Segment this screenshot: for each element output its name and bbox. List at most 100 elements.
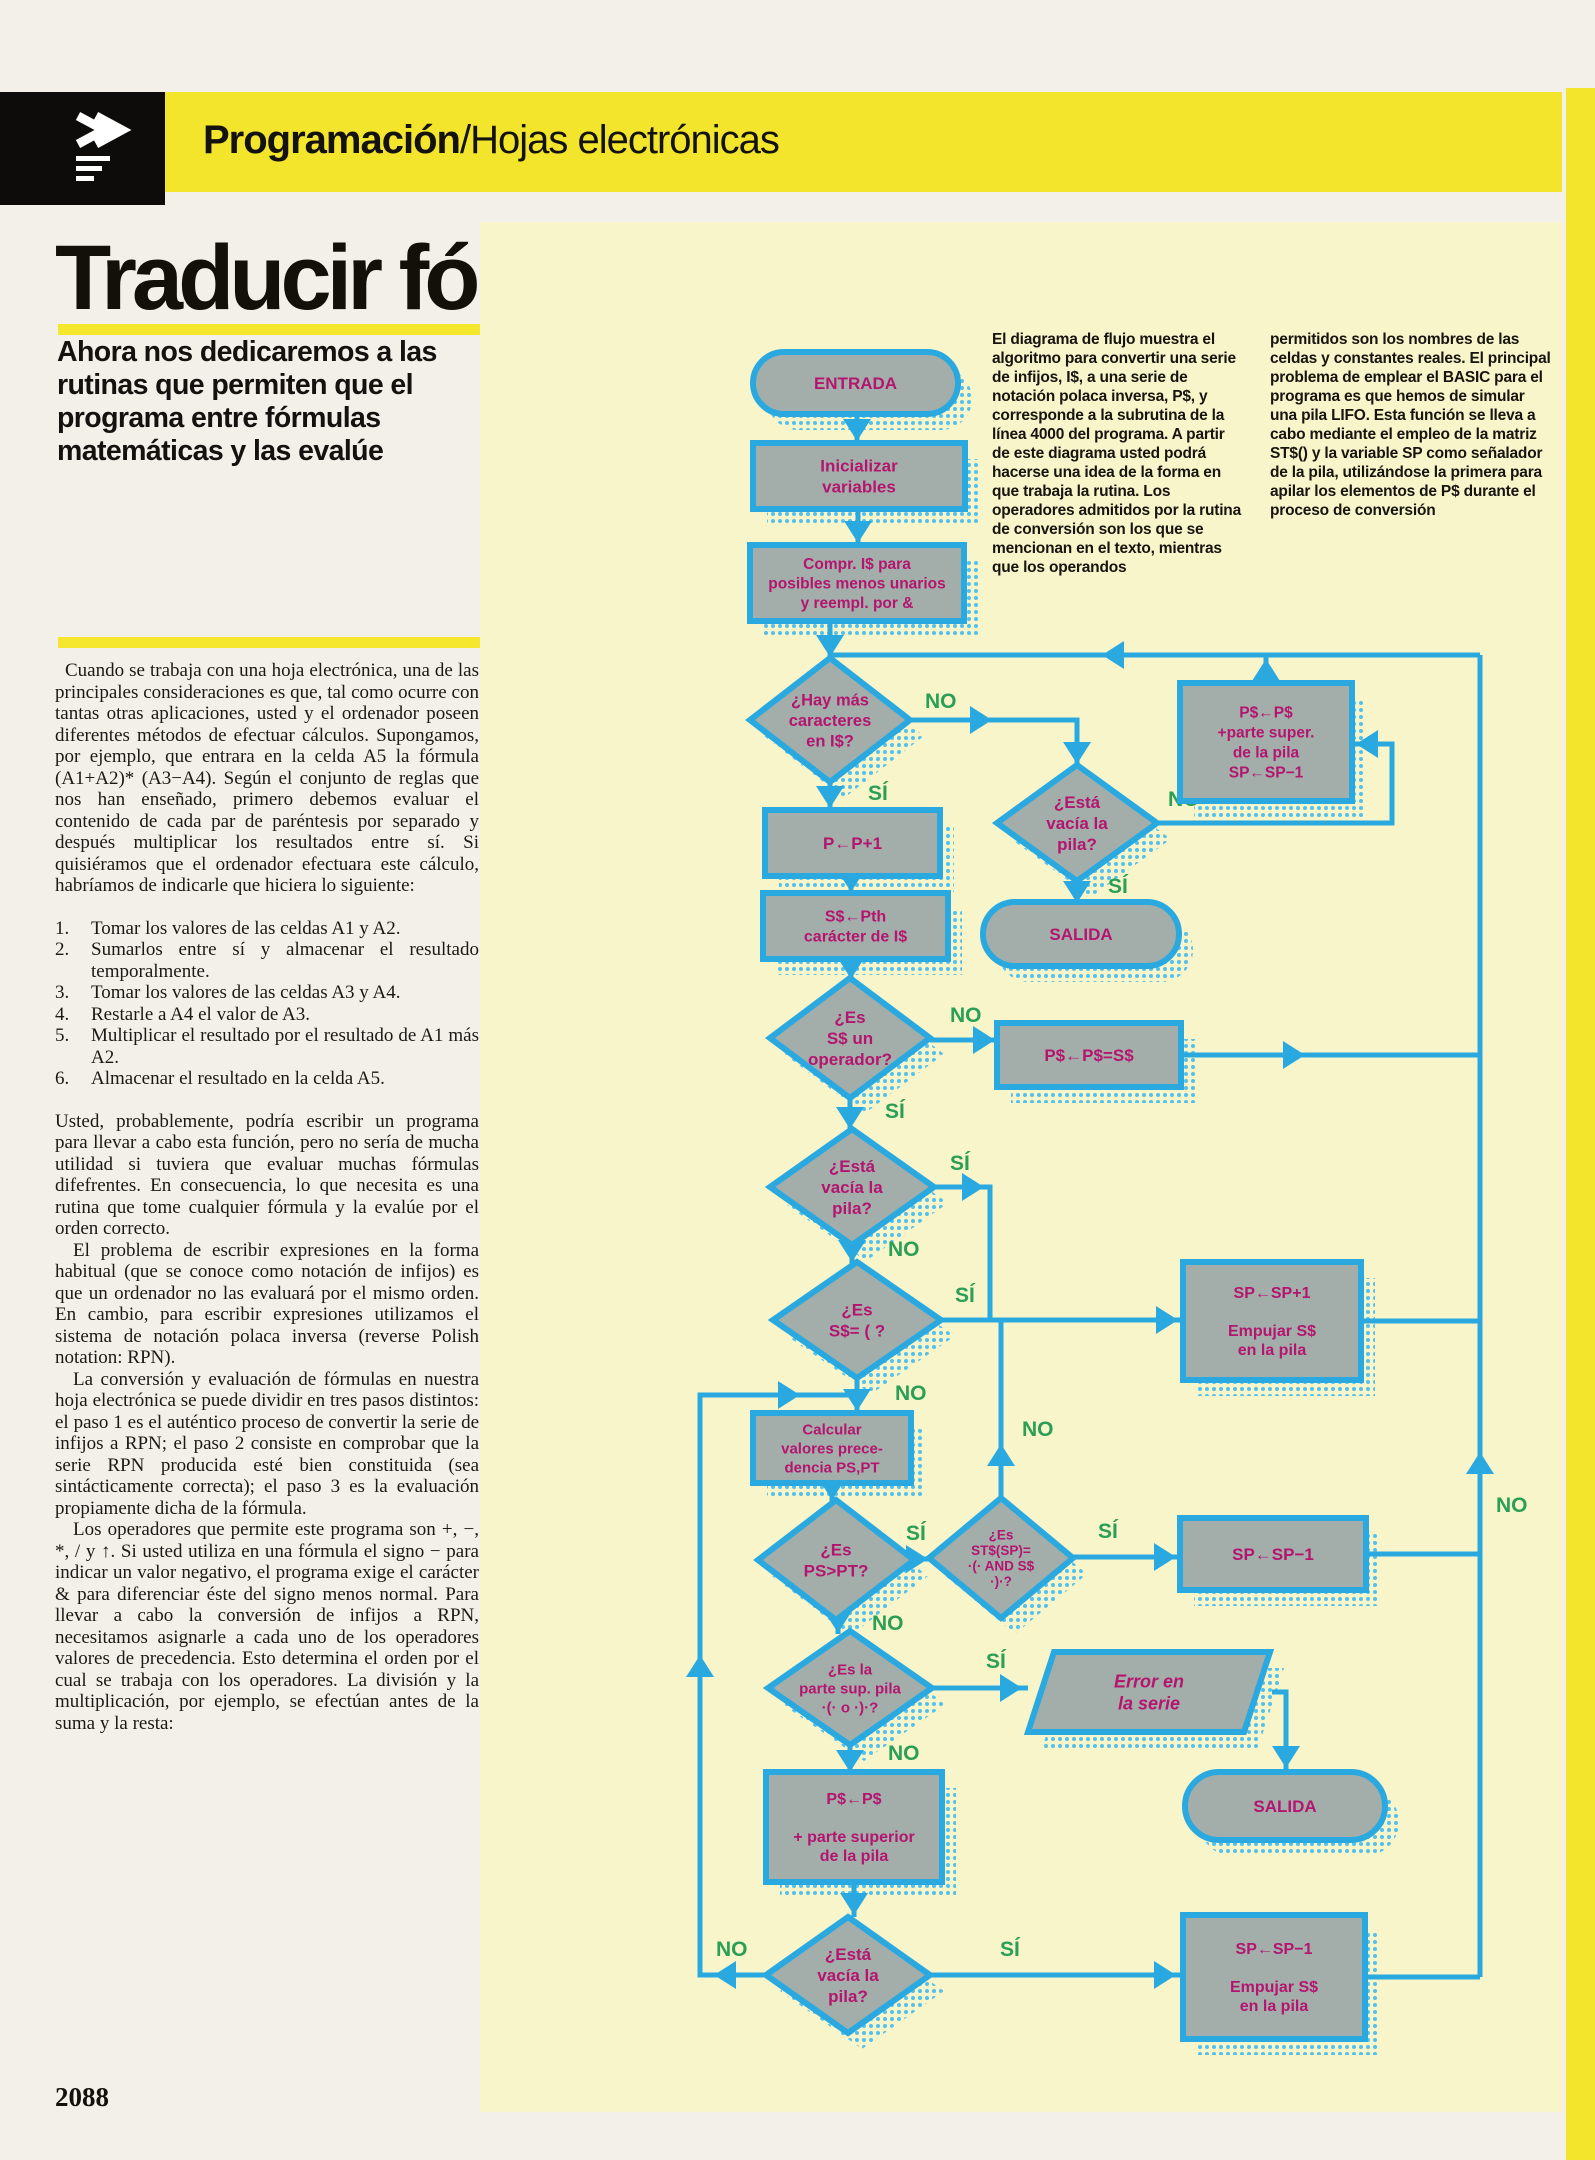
node-label: ¿Está [825, 1945, 872, 1964]
branch-label: NO [950, 1004, 982, 1027]
node-label: vacía la [817, 1966, 879, 1985]
paragraph: Cuando se trabaja con una hoja electróni… [55, 660, 479, 896]
node-label: en I$? [806, 732, 854, 750]
list-item: 5.Multiplicar el resultado por el result… [55, 1025, 479, 1068]
flow-edge-15: SÍ [934, 1152, 993, 1320]
flow-node-out2: SALIDA [1182, 1769, 1388, 1843]
node-label: ¿Es [841, 1300, 872, 1319]
branch-label: SÍ [1108, 875, 1129, 898]
node-label: ¿Hay más [791, 691, 869, 709]
flow-node-d-empty3: ¿Está vacía la pila? [760, 1913, 936, 2037]
flow-edge-12: NO [930, 1004, 997, 1054]
node-label: Empujar S$ [1228, 1323, 1316, 1340]
node-label: SALIDA [1253, 1797, 1316, 1816]
node-label: SP←SP−1 [1236, 1941, 1313, 1958]
node-label: P←P+1 [823, 834, 882, 853]
section-logo-box [0, 92, 165, 205]
node-label: vacía la [1046, 814, 1108, 833]
list-number: 3. [55, 982, 70, 1003]
flow-edge-26 [1272, 1689, 1300, 1770]
node-label: y reempl. por & [801, 595, 914, 612]
flow-node-start: ENTRADA [750, 349, 961, 417]
flow-node-d-paren: ¿EsS$= ( ? [767, 1258, 947, 1382]
node-label: caracteres [789, 712, 872, 730]
branch-label: SÍ [885, 1100, 906, 1123]
branch-label: SÍ [1000, 1938, 1021, 1961]
section-name: Programación [203, 118, 461, 162]
flow-node-append: P$←P$=S$ [994, 1020, 1184, 1090]
node-label: variables [822, 477, 896, 496]
node-label: pila? [828, 1987, 868, 2006]
page-number: 2088 [55, 2082, 109, 2112]
node-label: P$←P$ [1239, 704, 1293, 721]
node-label: ¿Está [829, 1157, 876, 1176]
flow-node-p-inc: P←P+1 [762, 807, 943, 879]
list-item: 6.Almacenar el resultado en la celda A5. [55, 1068, 385, 1089]
node-label: P$←P$ [826, 1791, 881, 1808]
branch-label: NO [888, 1238, 920, 1261]
node-label: de la pila [1233, 744, 1300, 761]
section-title: Programación/Hojas electrónicas [203, 118, 780, 163]
node-label: ·(· o ·)·? [822, 1699, 879, 1716]
branch-label: SÍ [1098, 1520, 1119, 1543]
node-label: SALIDA [1049, 925, 1112, 944]
node-label: Compr. I$ para [803, 556, 911, 573]
node-label: Error en [1114, 1671, 1184, 1691]
branch-label: NO [716, 1938, 748, 1961]
branch-label: NO [1496, 1494, 1528, 1517]
list-number: 5. [55, 1025, 70, 1046]
flow-edge-3 [816, 621, 844, 658]
node-label: ·)·? [990, 1574, 1012, 1589]
flow-node-pop2: SP←SP−1 [1177, 1515, 1369, 1593]
branch-label: SÍ [986, 1650, 1007, 1673]
paragraph: Los operadores que permite este programa… [55, 1519, 479, 1734]
article-body: Cuando se trabaja con una hoja electróni… [55, 660, 479, 1734]
node-label: SP←SP+1 [1234, 1285, 1311, 1302]
node-label: valores prece- [781, 1440, 883, 1457]
list-number: 2. [55, 939, 70, 960]
node-label: ¿Es [834, 1008, 865, 1027]
list-number: 6. [55, 1068, 70, 1089]
flow-edge-11 [1252, 655, 1280, 683]
node-label: operador? [808, 1050, 892, 1069]
page-edge-strip [1566, 88, 1595, 2160]
list-number: 1. [55, 917, 70, 939]
flow-edge-19: NO [843, 1378, 927, 1413]
node-label: en la pila [1240, 1998, 1309, 2015]
node-label: S$←Pth [825, 909, 886, 926]
flow-node-d-more: ¿Hay más caracteres en I$? [745, 654, 915, 786]
paragraph: El problema de escribir expresiones en l… [55, 1239, 479, 1369]
node-label: parte sup. pila [799, 1680, 901, 1697]
intro-rule-top [58, 324, 488, 335]
figure-caption-col2: permitidos son los nombres de las celdas… [1270, 331, 1551, 519]
list-number: 4. [55, 1003, 70, 1025]
flow-edge-25: SÍ [932, 1650, 1028, 1702]
node-label: S$= ( ? [829, 1321, 885, 1340]
flow-edge-14: SÍ [836, 1098, 906, 1131]
flow-edge-4: NO [1466, 655, 1528, 1977]
flow-edge-17: SÍ [941, 1284, 1183, 1334]
node-label: PS>PT? [804, 1561, 869, 1580]
flow-edge-23: SÍ [1073, 1520, 1180, 1571]
flow-edge-6: SÍ [816, 782, 889, 810]
branch-label: NO [1022, 1418, 1054, 1441]
node-label: carácter de I$ [804, 929, 907, 946]
flow-edge-20: NO [686, 1381, 857, 1989]
node-label: pila? [832, 1199, 872, 1218]
flowchart-panel: NONOSÍNOSÍNOSÍSÍNOSÍNONONOSÍSÍNOSÍNOSÍEN… [480, 222, 1562, 2112]
flow-edge-18: NO [987, 1322, 1054, 1498]
flow-edge-2 [830, 641, 1480, 669]
node-label: ¿Es la [828, 1661, 873, 1678]
node-label: de la pila [820, 1848, 889, 1865]
